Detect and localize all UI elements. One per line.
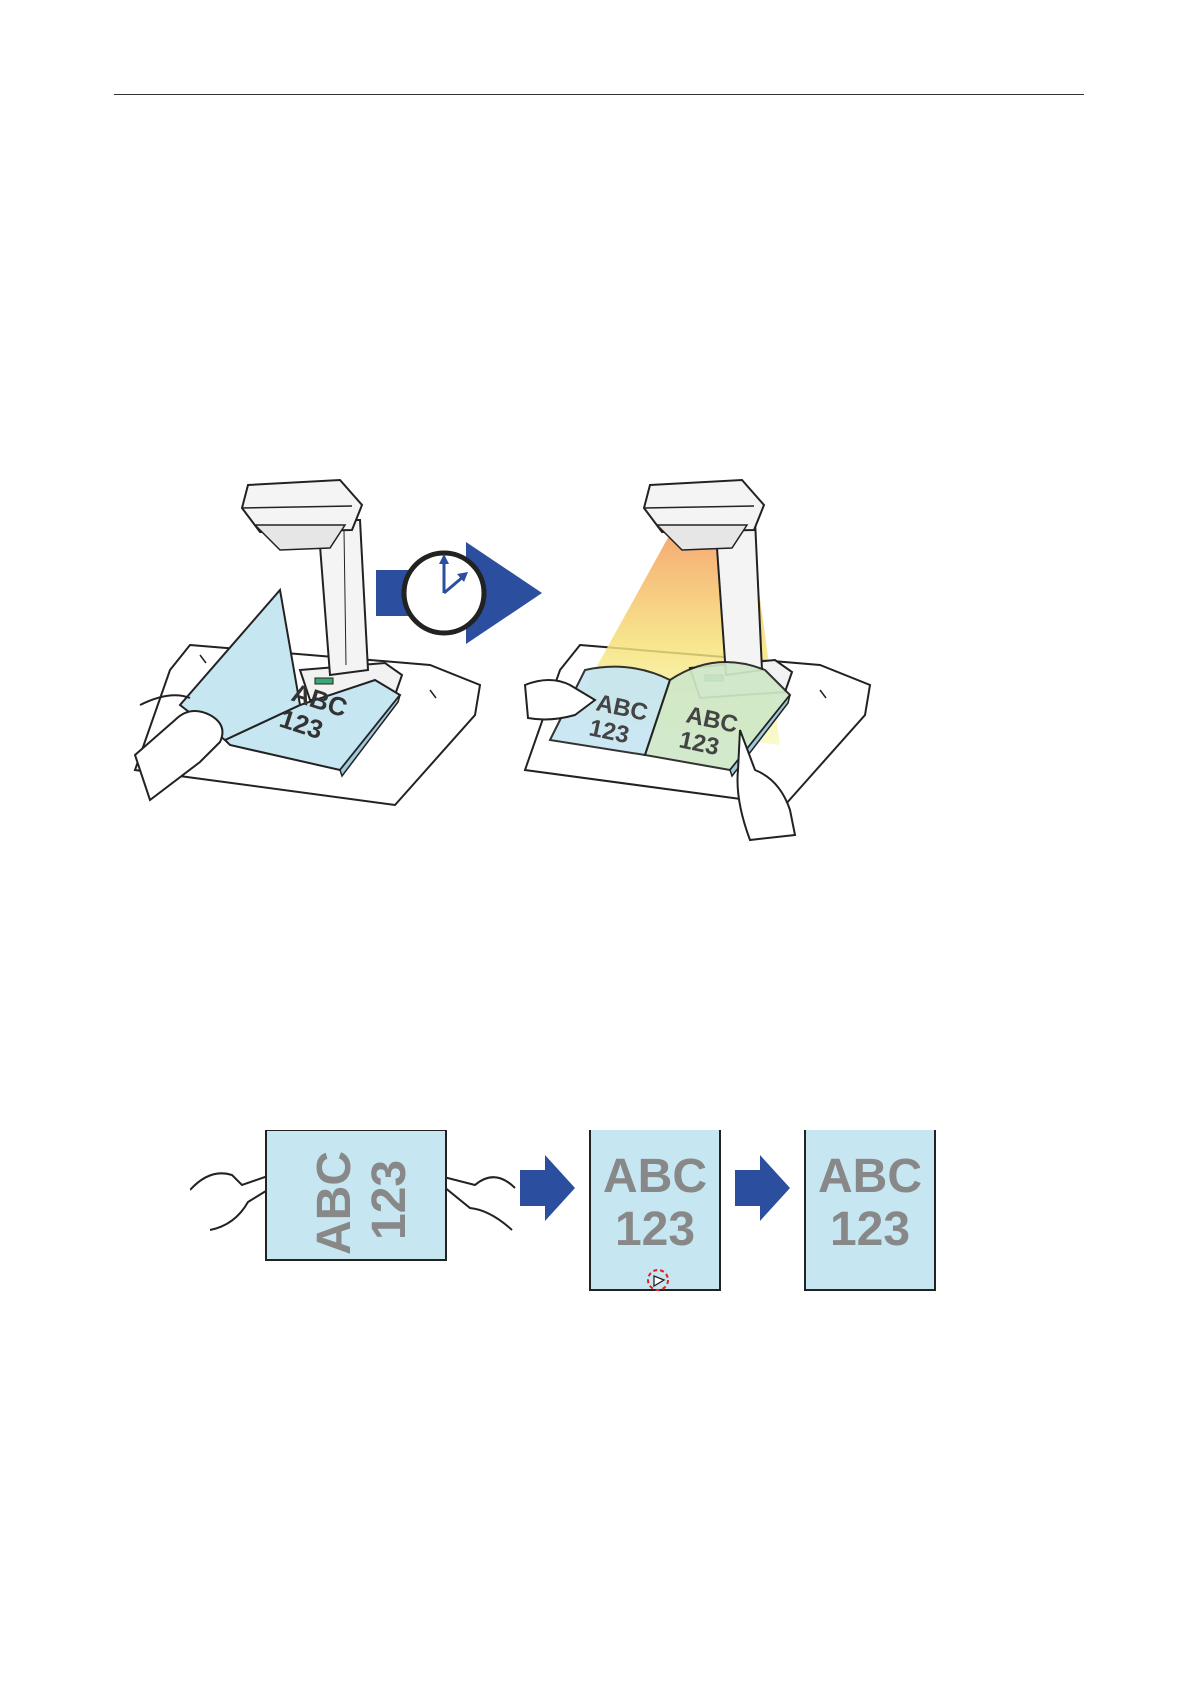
timer-transition <box>376 542 542 644</box>
arrow-right-1 <box>520 1155 575 1221</box>
result-page-text-line2: 123 <box>830 1203 910 1256</box>
page-correction-figure: ABC 123 ABC 123 ABC 123 <box>190 1130 990 1330</box>
marked-page: ABC 123 <box>590 1130 720 1290</box>
result-page: ABC 123 <box>805 1130 935 1290</box>
marked-page-text-line1: ABC <box>603 1150 707 1203</box>
arrow-right-2 <box>735 1155 790 1221</box>
marked-page-text-line2: 123 <box>615 1203 695 1256</box>
rotated-page-text-line1: ABC <box>308 1151 361 1255</box>
left-scanner-illustration: ABC 123 <box>135 480 480 805</box>
right-scanner-illustration: ABC 123 ABC 123 <box>525 480 870 840</box>
scan-sequence-figure: ABC 123 ABC <box>130 470 900 870</box>
clock-icon <box>404 553 484 633</box>
hand-right-pointing <box>436 1175 515 1230</box>
rotated-page-text-line2: 123 <box>363 1160 416 1240</box>
rotated-page: ABC 123 <box>266 1130 446 1260</box>
header-rule <box>114 94 1084 95</box>
result-page-text-line1: ABC <box>818 1150 922 1203</box>
